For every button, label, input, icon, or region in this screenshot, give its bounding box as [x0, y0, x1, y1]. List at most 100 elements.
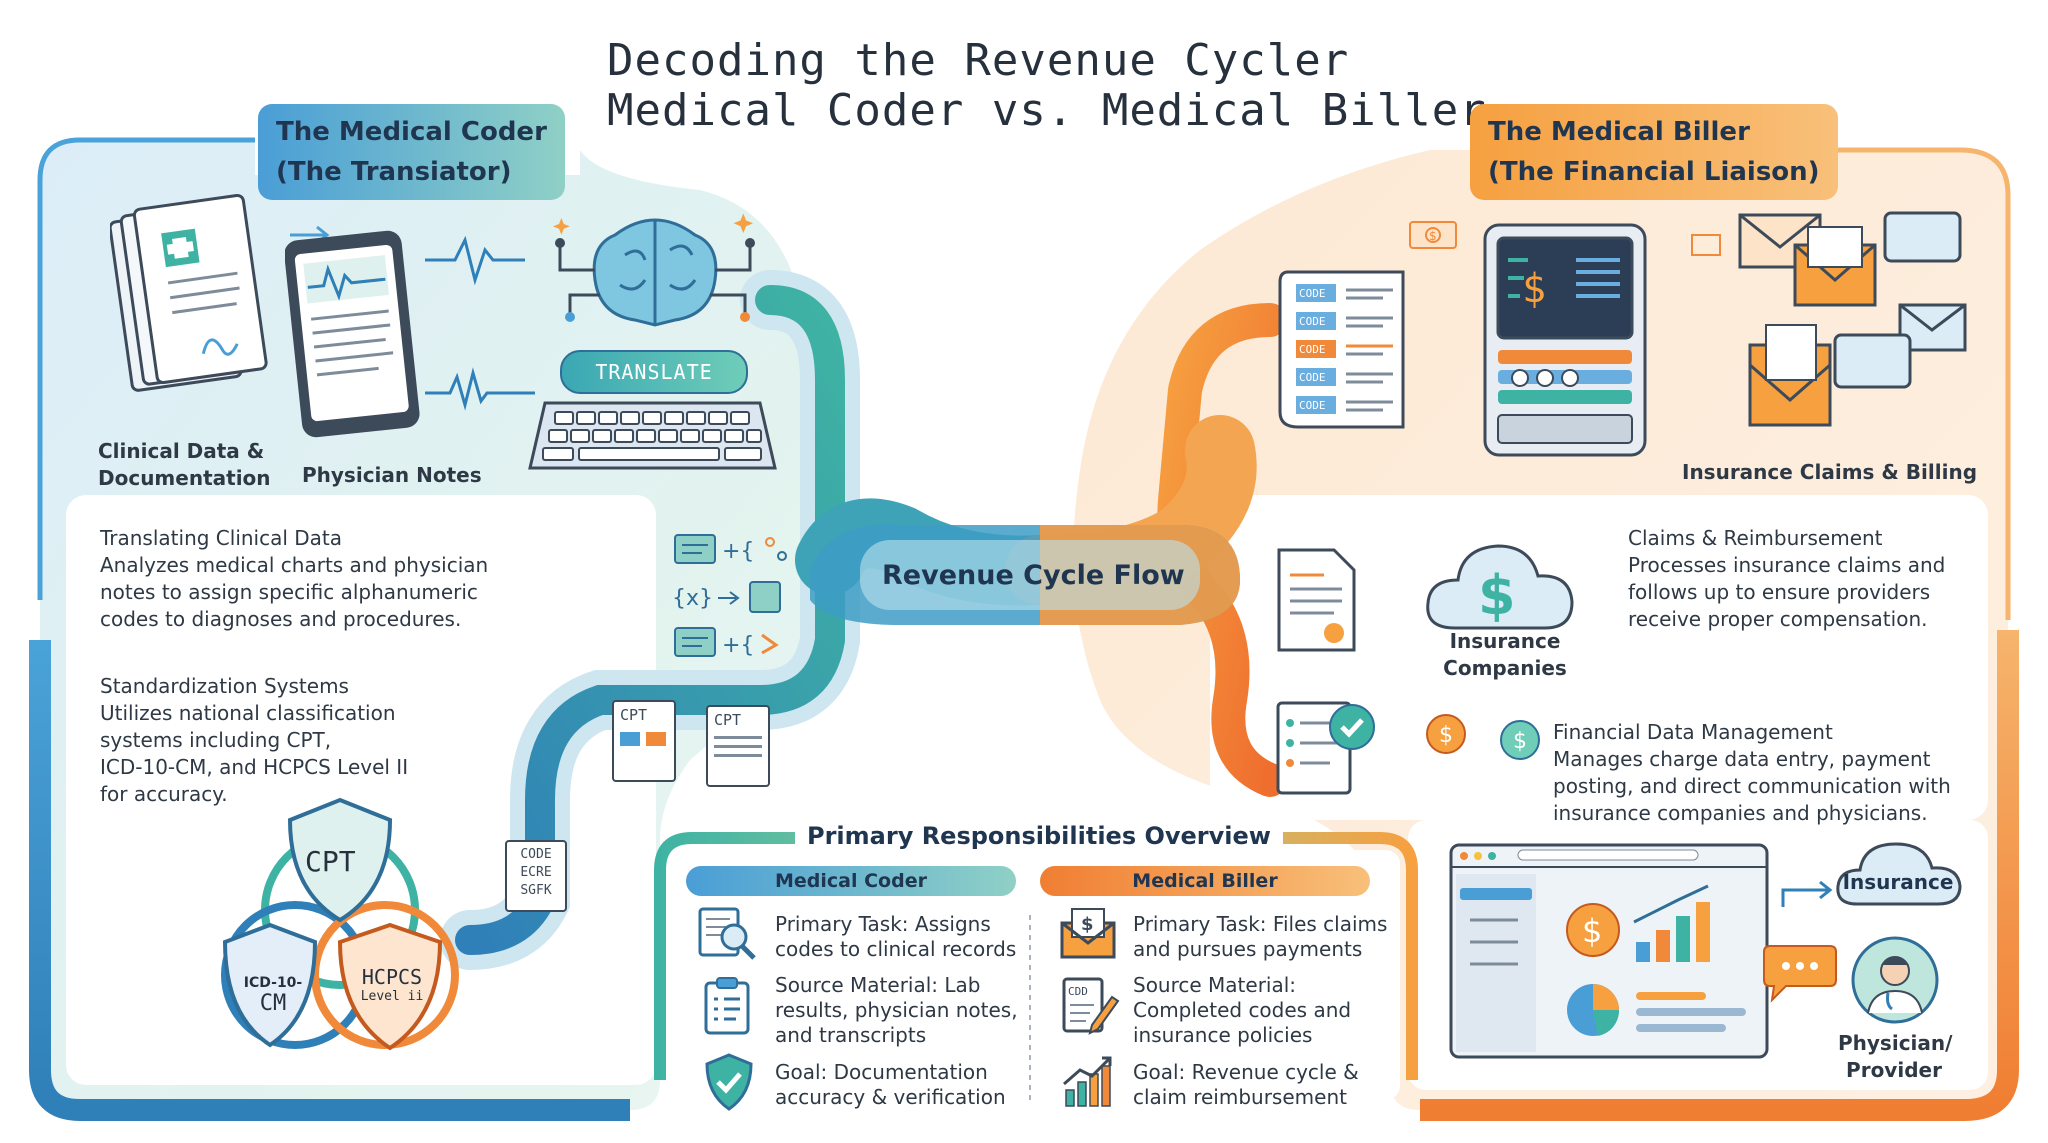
svg-text:$: $ [1081, 914, 1094, 935]
section-line: Manages charge data entry, payment [1553, 747, 1931, 771]
biller-row-task: Primary Task: Files claims and pursues p… [1133, 912, 1387, 962]
section-line: ICD-10-CM, and HCPCS Level II [100, 755, 409, 779]
row-line: Completed codes and [1133, 998, 1352, 1022]
section-line: for accuracy. [100, 782, 228, 806]
overview-title: Primary Responsibilities Overview [795, 822, 1283, 850]
envelopes-messages-icon [1691, 211, 1967, 427]
shield-icd-line2: CM [259, 991, 287, 1016]
row-line: and pursues payments [1133, 937, 1363, 961]
svg-text:CDD: CDD [1068, 985, 1088, 998]
row-line: Primary Task: Files claims [1133, 912, 1388, 936]
shield-hcpcs-line2: Level ii [360, 989, 424, 1004]
physician-provider-label: Physician/ Provider [1838, 1030, 1953, 1084]
biller-row-source: Source Material: Completed codes and ins… [1133, 973, 1351, 1048]
physician-notes-label: Physician Notes [302, 463, 482, 487]
billing-terminal-icon: $ [1483, 223, 1647, 457]
svg-text:{x}: {x} [672, 586, 713, 611]
envelope-dollar-icon: $ [1060, 908, 1116, 959]
coder-row-task: Primary Task: Assigns codes to clinical … [775, 912, 1016, 962]
insurance-companies-label: Insurance Companies [1440, 628, 1570, 682]
section-line: receive proper compensation. [1628, 607, 1928, 631]
invoice-scroll-icon: CODE CODE CODE CODE CODE [1278, 270, 1405, 429]
row-line: Primary Task: Assigns [775, 912, 991, 936]
classification-shields-icon [221, 797, 459, 1051]
overview-coder-header: Medical Coder [775, 870, 927, 892]
insurance-claims-label: Insurance Claims & Billing [1682, 460, 1978, 484]
invoice-code: CODE [1299, 315, 1326, 328]
row-line: accuracy & verification [775, 1085, 1006, 1109]
biller-section-financial: Financial Data Management Manages charge… [1553, 718, 1993, 827]
row-line: claim reimbursement [1133, 1085, 1347, 1109]
biller-badge-title: The Medical Biller [1488, 117, 1750, 147]
row-line: insurance policies [1133, 1023, 1313, 1047]
shield-hcpcs-line1: HCPCS [361, 965, 423, 989]
section-line: follows up to ensure providers [1628, 580, 1931, 604]
section-line: insurance companies and physicians. [1553, 801, 1928, 825]
invoice-code: CODE [1299, 343, 1326, 356]
code-document-line3: SGFK [520, 883, 552, 898]
coder-badge-title: The Medical Coder [276, 117, 547, 147]
insurance-cloud: Insurance [1832, 836, 1964, 908]
insurance-companies-line2: Companies [1443, 656, 1567, 680]
insurance-cloud-label: Insurance [1842, 870, 1954, 894]
code-doc-pen-icon: CDD [1062, 977, 1120, 1035]
cpt-document-1: CPT [612, 700, 676, 782]
coin-dollar-icon: $ [1426, 714, 1466, 754]
clipboard-icon [704, 977, 750, 1035]
main-title-line2: Medical Coder vs. Medical Biller [607, 85, 1487, 136]
section-line: Utilizes national classification [100, 701, 396, 725]
row-line: Source Material: Lab [775, 973, 981, 997]
checklist-check-icon [1276, 701, 1375, 795]
row-line: Source Material: [1133, 973, 1297, 997]
clinical-data-label: Clinical Data & Documentation [98, 438, 271, 492]
shield-icd-label: ICD-10- CM [243, 975, 303, 1016]
claim-document-icon [1277, 548, 1356, 652]
invoice-code: CODE [1299, 371, 1326, 384]
dollar-bill-icon: $ [1409, 221, 1457, 249]
code-document-line2: ECRE [520, 865, 552, 880]
coin-dollar-icon: $ [1500, 720, 1540, 760]
physician-provider-line2: Provider [1846, 1058, 1942, 1082]
row-line: Goal: Documentation [775, 1060, 988, 1084]
coder-badge: The Medical Coder (The Transiator) [258, 104, 565, 200]
keyboard-icon [528, 401, 777, 470]
section-line: notes to assign specific alphanumeric [100, 580, 478, 604]
svg-text:$: $ [1478, 564, 1516, 627]
svg-text:$: $ [1513, 729, 1527, 754]
biller-section-claims: Claims & Reimbursement Processes insuran… [1628, 524, 1988, 633]
heartbeat-line-icon [425, 367, 535, 411]
section-line: systems including CPT, [100, 728, 332, 752]
section-line: posting, and direct communication with [1553, 774, 1951, 798]
svg-text:$: $ [1582, 912, 1602, 950]
svg-text:$: $ [1429, 229, 1437, 243]
row-line: results, physician notes, [775, 998, 1018, 1022]
svg-text:+{: +{ [722, 539, 754, 564]
code-conversion-icon: +{ {x} +{ [672, 534, 787, 658]
physician-provider-line1: Physician/ [1838, 1031, 1953, 1055]
section-heading: Translating Clinical Data [100, 526, 343, 550]
growth-chart-icon [1063, 1056, 1112, 1107]
billing-dashboard-icon: $ [1449, 843, 1769, 1059]
section-heading: Claims & Reimbursement [1628, 526, 1883, 550]
svg-text:$: $ [1439, 723, 1453, 748]
clinical-documents-icon [110, 193, 268, 392]
code-document-line1: CODE [520, 847, 552, 862]
biller-badge: The Medical Biller (The Financial Liaiso… [1470, 104, 1838, 200]
coder-badge-subtitle: (The Transiator) [276, 157, 512, 187]
cpt-document-2-label: CPT [714, 711, 742, 729]
shield-cpt-label: CPT [305, 845, 356, 878]
row-line: Goal: Revenue cycle & [1133, 1060, 1359, 1084]
clinical-data-label-line2: Documentation [98, 466, 271, 490]
overview-biller-header: Medical Biller [1132, 870, 1278, 892]
heartbeat-line-icon [425, 235, 525, 286]
tablet-notes-icon [285, 230, 420, 438]
chat-bubble-icon [1763, 945, 1837, 1003]
invoice-code: CODE [1299, 287, 1326, 300]
section-heading: Financial Data Management [1553, 720, 1833, 744]
arrow-right-icon [1781, 880, 1833, 907]
magnifier-doc-icon [698, 907, 756, 960]
coder-section-standardization: Standardization Systems Utilizes nationa… [100, 672, 520, 808]
row-line: codes to clinical records [775, 937, 1017, 961]
shield-hcpcs-label: HCPCS Level ii [354, 965, 430, 1004]
cloud-dollar-icon: $ [1426, 544, 1574, 630]
